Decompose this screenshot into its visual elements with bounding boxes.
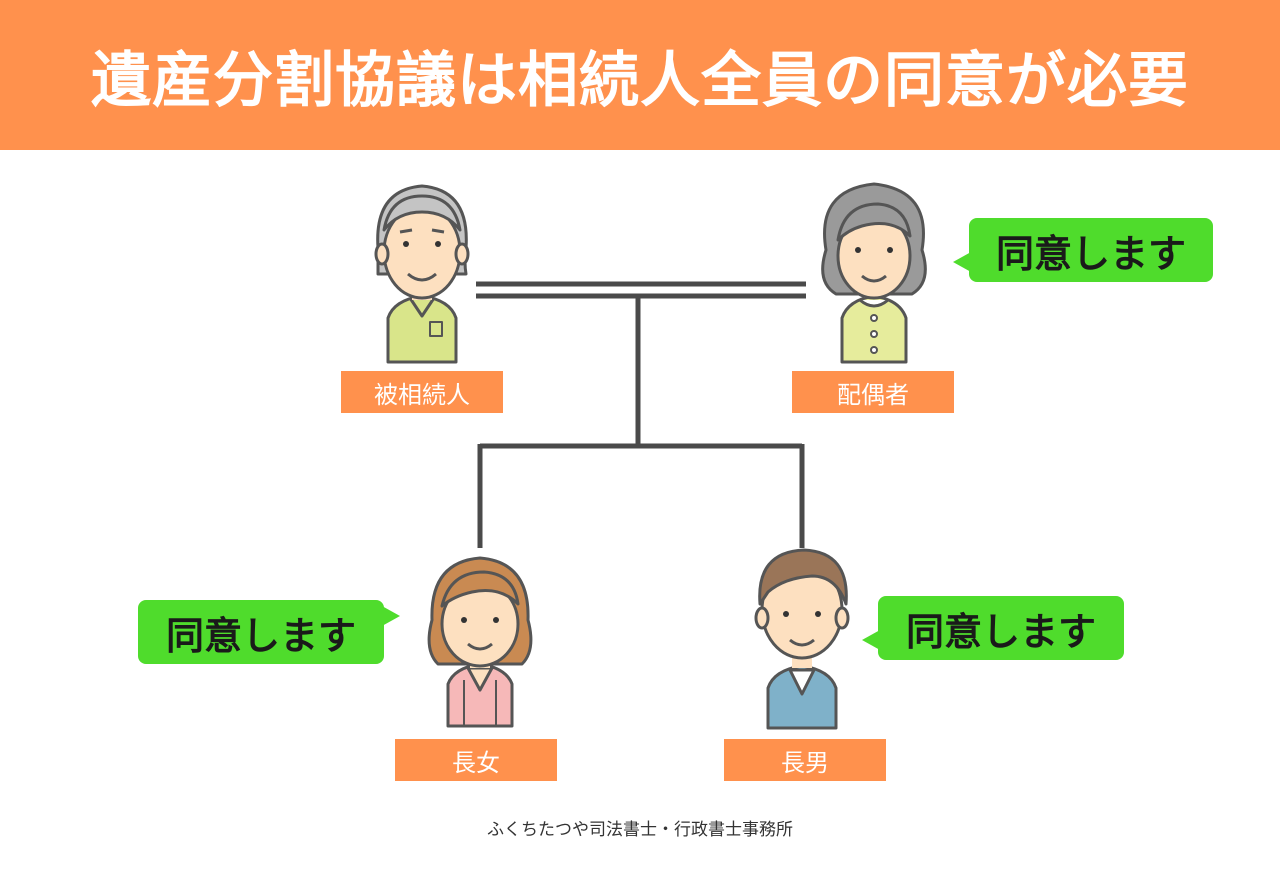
elderly-man-icon [374, 184, 470, 364]
label-daughter-text: 長女 [452, 748, 500, 777]
speech-bubble-spouse: 同意します [953, 218, 1213, 282]
office-credit: ふくちたつや司法書士・行政書士事務所 [487, 820, 793, 840]
page-title: 遺産分割協議は相続人全員の同意が必要 [91, 45, 1189, 116]
speech-tail [382, 606, 400, 626]
label-spouse: 配偶者 [792, 371, 954, 413]
speech-bubble-daughter: 同意します [138, 600, 400, 664]
speech-spouse-text: 同意します [995, 231, 1186, 276]
label-spouse-text: 配偶者 [837, 380, 909, 409]
speech-bubble-son: 同意します [862, 596, 1124, 660]
speech-daughter-text: 同意します [165, 613, 356, 658]
label-son: 長男 [724, 739, 886, 781]
man-icon [754, 548, 850, 730]
speech-son-text: 同意します [905, 609, 1096, 654]
speech-tail [953, 252, 971, 272]
title-banner: 遺産分割協議は相続人全員の同意が必要 [0, 0, 1280, 150]
label-daughter: 長女 [395, 739, 557, 781]
label-deceased-text: 被相続人 [374, 380, 470, 409]
label-son-text: 長男 [781, 748, 829, 777]
woman-icon [427, 556, 533, 728]
connector-lines [476, 281, 806, 548]
speech-tail [862, 630, 880, 650]
elderly-woman-icon [821, 182, 927, 364]
label-deceased: 被相続人 [341, 371, 503, 413]
